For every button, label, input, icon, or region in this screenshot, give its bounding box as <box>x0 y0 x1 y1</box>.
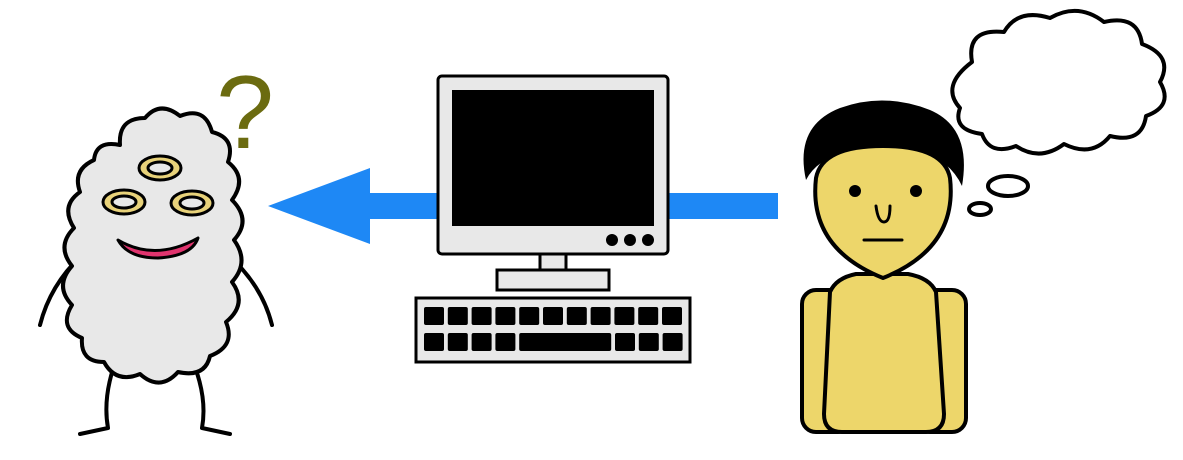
keyboard-key <box>424 333 444 351</box>
monster-right-eye <box>169 189 215 217</box>
monster-mouth <box>116 236 200 260</box>
keyboard-key <box>543 307 563 325</box>
monitor-button-3 <box>642 234 654 246</box>
keyboard-row-top <box>424 307 682 325</box>
person-hair <box>803 100 964 186</box>
keyboard-key <box>495 307 516 325</box>
keyboard-key <box>471 307 492 325</box>
person-left-eye <box>849 185 861 197</box>
keyboard-key <box>447 333 468 351</box>
keyboard-key <box>615 333 635 351</box>
monitor-button-2 <box>624 234 636 246</box>
keyboard-key <box>614 307 635 325</box>
keyboard-key <box>590 307 611 325</box>
thought-dot-large <box>986 174 1030 198</box>
keyboard-spacebar <box>519 333 612 351</box>
desktop-computer-icon <box>414 74 692 364</box>
keyboard-key <box>447 307 468 325</box>
keyboard-key <box>424 307 444 325</box>
monster-left-eye <box>101 188 147 216</box>
thought-dot-small <box>967 201 993 217</box>
keyboard-row-bottom <box>424 333 683 351</box>
three-eyed-cloud-monster-icon <box>38 106 274 436</box>
keyboard-key <box>662 307 682 325</box>
monster-top-eye <box>137 154 183 182</box>
keyboard-key <box>638 307 659 325</box>
keyboard-key <box>566 307 587 325</box>
keyboard-key <box>519 307 540 325</box>
person-icon <box>800 100 968 434</box>
monster-body <box>61 106 245 385</box>
monitor-screen <box>452 90 654 226</box>
thought-bubble-icon <box>950 9 1167 217</box>
monitor-base <box>495 268 611 292</box>
person-right-eye <box>910 185 922 197</box>
keyboard-key <box>662 333 683 351</box>
person-torso <box>822 272 946 434</box>
person-head <box>813 144 953 280</box>
question-mark: ? <box>216 55 274 171</box>
person-nose <box>874 204 892 224</box>
thought-cloud <box>950 9 1167 156</box>
keyboard-key <box>471 333 492 351</box>
arrow-head <box>268 168 370 244</box>
keyboard-key <box>638 333 659 351</box>
monitor-button-1 <box>606 234 618 246</box>
keyboard-key <box>495 333 516 351</box>
monitor-neck <box>538 252 568 272</box>
